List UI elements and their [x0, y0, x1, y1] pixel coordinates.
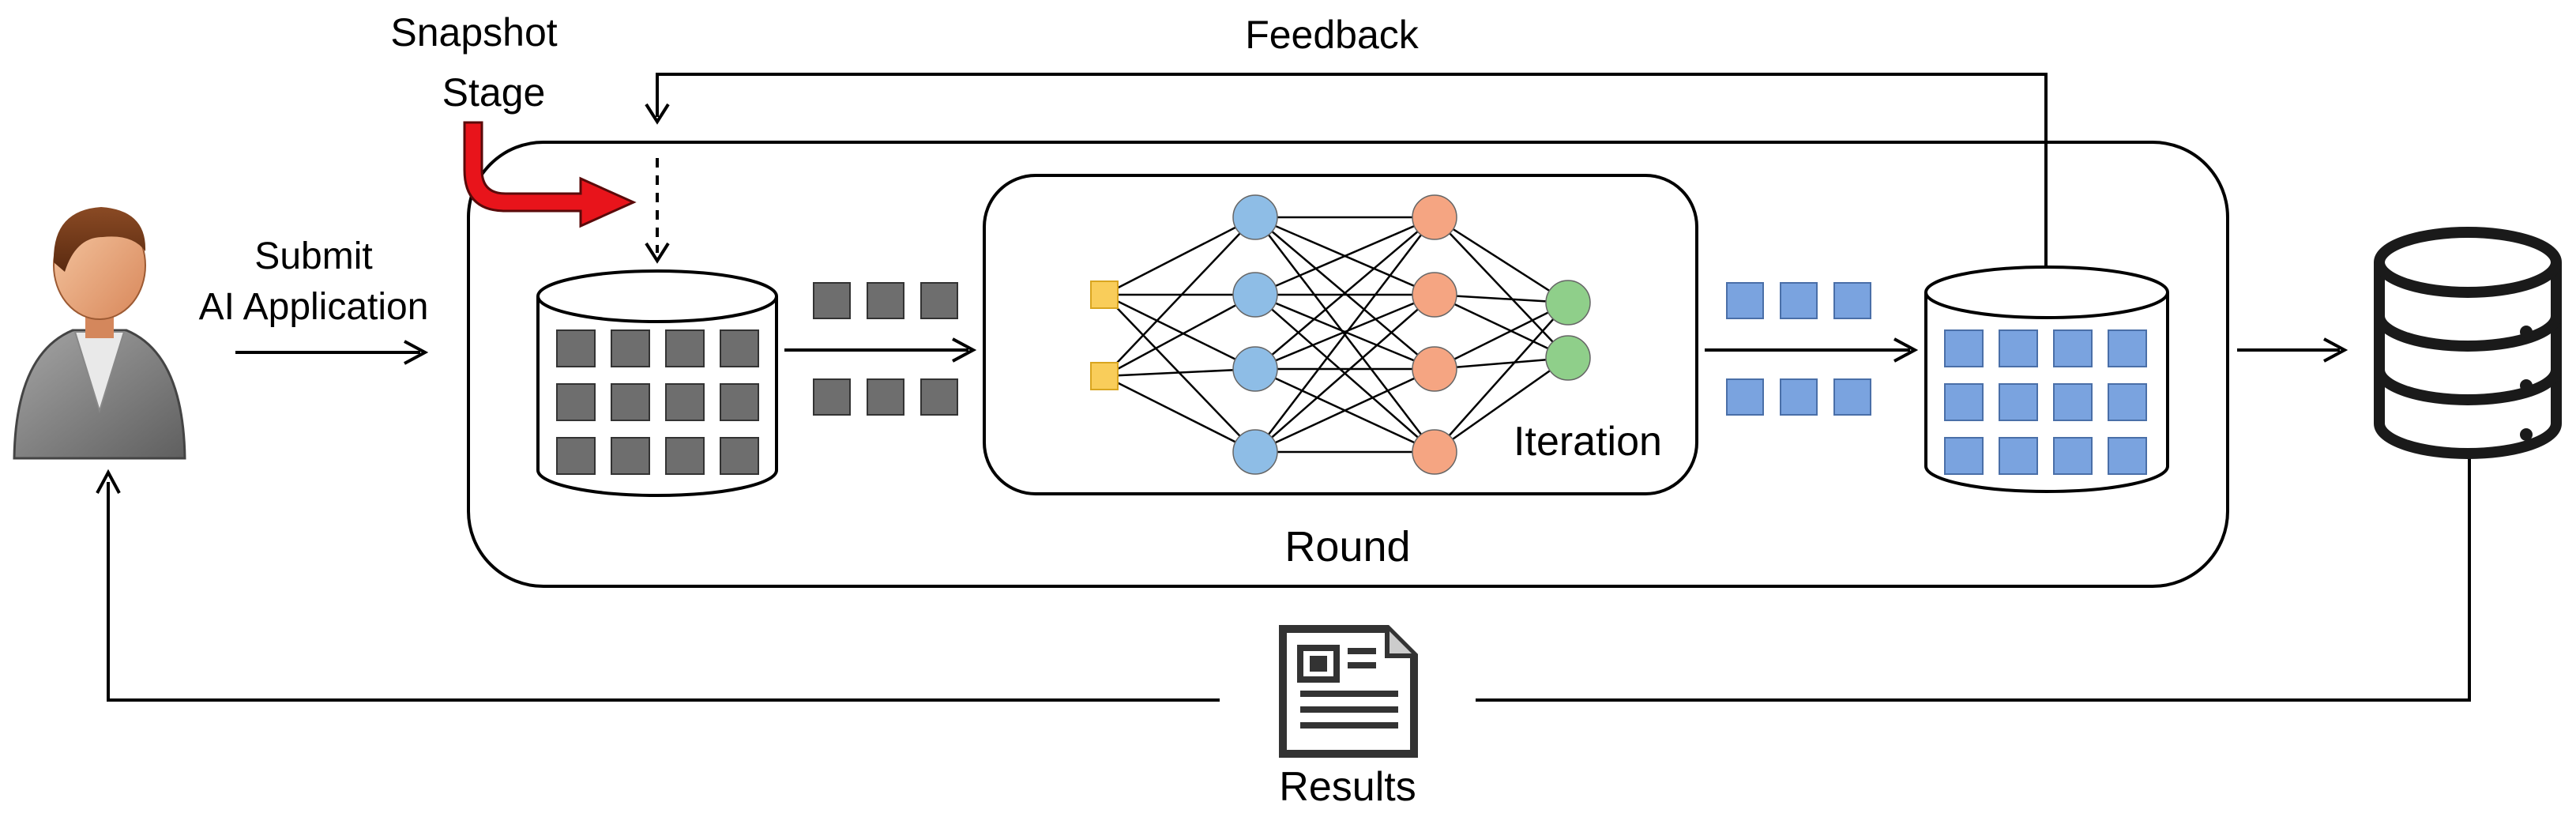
- batch-block: [920, 282, 958, 319]
- flow-arrow-submit: [235, 340, 429, 365]
- data-block: [1999, 329, 2038, 367]
- batch-block: [1833, 378, 1871, 416]
- nn-edge: [1104, 293, 1256, 378]
- nn-node: [1232, 194, 1278, 240]
- nn-edge: [1104, 375, 1256, 454]
- nn-edge: [1254, 216, 1435, 453]
- gray-batch-squares: [813, 282, 958, 416]
- batch-block: [867, 282, 904, 319]
- data-block: [1999, 437, 2038, 475]
- nn-edge: [1254, 293, 1435, 371]
- data-block: [720, 383, 759, 421]
- data-block: [1944, 329, 1984, 367]
- round-container: [467, 141, 2229, 588]
- round-label: Round: [1284, 523, 1410, 570]
- batch-block: [867, 378, 904, 416]
- nn-edge: [1434, 301, 1569, 371]
- submit-label-line1: Submit: [254, 235, 372, 277]
- batch-block: [813, 378, 851, 416]
- nn-node: [1412, 346, 1457, 392]
- neural-network-nodes: [1090, 194, 1591, 475]
- flow-arrow-to-database: [2237, 337, 2348, 363]
- nn-input-node: [1090, 362, 1119, 390]
- results-label: Results: [1279, 764, 1416, 810]
- data-block: [556, 437, 596, 475]
- data-block: [556, 383, 596, 421]
- batch-block: [920, 378, 958, 416]
- snapshot-dashed-arrowhead: [645, 242, 670, 264]
- nn-node: [1232, 346, 1278, 392]
- results-line-left: [107, 482, 1220, 702]
- data-block: [2053, 329, 2093, 367]
- flow-arrow-to-output: [1705, 337, 1919, 363]
- nn-node: [1412, 429, 1457, 475]
- data-block: [611, 383, 650, 421]
- blue-batch-squares: [1726, 282, 1871, 416]
- nn-edge: [1434, 293, 1569, 360]
- document-icon: [1279, 625, 1418, 758]
- output-data-cylinder: [1924, 265, 2169, 493]
- nn-edge: [1104, 293, 1256, 371]
- snapshot-red-arrow: [463, 121, 637, 228]
- data-block: [556, 329, 596, 367]
- neural-network-edges: [1104, 216, 1569, 454]
- data-block: [1944, 437, 1984, 475]
- data-block: [2108, 383, 2147, 421]
- batch-block: [1780, 378, 1818, 416]
- data-block: [2108, 329, 2147, 367]
- submit-label-line2: AI Application: [199, 286, 429, 328]
- feedback-arrowhead: [645, 103, 670, 125]
- feedback-line: [656, 73, 2048, 266]
- data-block: [1999, 383, 2038, 421]
- data-block: [2053, 437, 2093, 475]
- nn-node: [1412, 272, 1457, 318]
- nn-node: [1545, 280, 1591, 326]
- nn-edge: [1104, 216, 1256, 296]
- data-block: [2053, 383, 2093, 421]
- nn-input-node: [1090, 280, 1119, 309]
- nn-edge: [1254, 367, 1435, 454]
- batch-block: [1726, 282, 1764, 319]
- flow-arrow-to-iteration: [784, 337, 977, 363]
- nn-node: [1232, 272, 1278, 318]
- results-arrowhead: [96, 469, 121, 494]
- nn-node: [1412, 194, 1457, 240]
- snapshot-label-line1: Snapshot: [390, 10, 557, 55]
- data-block: [720, 329, 759, 367]
- data-block: [1944, 383, 1984, 421]
- iteration-label: Iteration: [1514, 419, 1662, 465]
- user-icon: [13, 207, 186, 460]
- data-block: [665, 437, 705, 475]
- nn-node: [1545, 335, 1591, 381]
- batch-block: [1780, 282, 1818, 319]
- nn-edge: [1104, 367, 1256, 378]
- data-block: [665, 329, 705, 367]
- iteration-container: [983, 174, 1698, 495]
- input-data-cylinder: [536, 269, 778, 497]
- nn-edge: [1104, 216, 1256, 377]
- data-block: [665, 383, 705, 421]
- data-block: [2108, 437, 2147, 475]
- nn-edge: [1434, 356, 1569, 454]
- database-icon: [2374, 227, 2562, 459]
- nn-edge: [1434, 216, 1569, 359]
- batch-block: [1833, 282, 1871, 319]
- nn-edge: [1254, 216, 1435, 370]
- data-block: [611, 329, 650, 367]
- data-block: [720, 437, 759, 475]
- nn-edge: [1254, 294, 1435, 453]
- nn-edge: [1254, 216, 1435, 296]
- nn-edge: [1434, 216, 1569, 304]
- nn-node: [1232, 429, 1278, 475]
- nn-edge: [1434, 302, 1569, 453]
- data-block: [611, 437, 650, 475]
- feedback-label: Feedback: [1245, 13, 1420, 57]
- batch-block: [813, 282, 851, 319]
- results-line-right: [1476, 450, 2471, 702]
- snapshot-label-line2: Stage: [442, 70, 546, 115]
- batch-block: [1726, 378, 1764, 416]
